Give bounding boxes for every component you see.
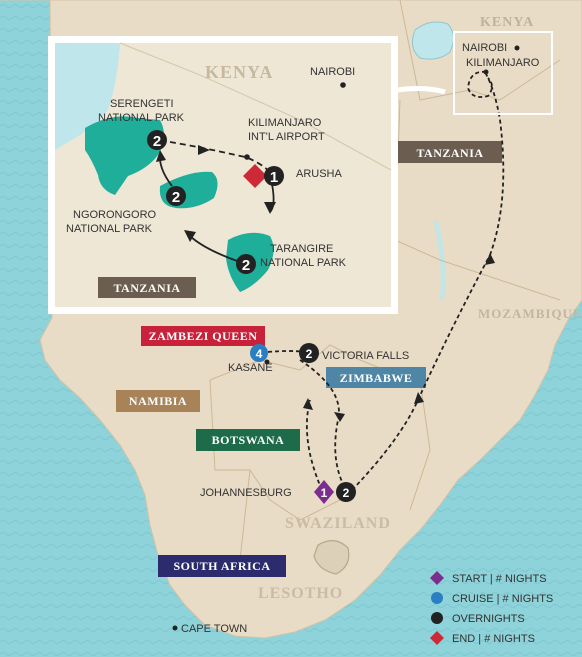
lesotho-shape	[313, 540, 350, 575]
badge-south-africa: SOUTH AFRICA	[173, 559, 270, 573]
lake-malawi	[434, 220, 446, 300]
city-dot-cape-town	[172, 625, 178, 631]
marker-johannesburg-overnight-num: 2	[343, 486, 350, 500]
city-nairobi: NAIROBI	[462, 42, 507, 54]
inset-ngorongoro-2: NATIONAL PARK	[66, 223, 153, 235]
marker-johannesburg-start-num: 1	[321, 486, 328, 500]
legend-start: START | # NIGHTS	[452, 573, 547, 585]
legend-end-icon	[430, 631, 444, 645]
badge-zimbabwe: ZIMBABWE	[340, 371, 413, 385]
inset-label-kenya: KENYA	[205, 62, 273, 82]
legend-start-icon	[430, 571, 444, 585]
route-arrows	[303, 253, 495, 422]
badge-zambezi-queen-bg	[141, 326, 265, 346]
inset-arusha: ARUSHA	[296, 168, 343, 180]
inset-marker-arusha-end-num: 1	[270, 169, 278, 186]
badge-zimbabwe-bg	[326, 367, 426, 388]
inset-serengeti-1: SERENGETI	[110, 98, 174, 110]
legend: START | # NIGHTS CRUISE | # NIGHTS OVERN…	[430, 571, 553, 645]
badge-tanzania-main: TANZANIA	[416, 146, 483, 160]
inset-arrows	[156, 145, 276, 242]
inset-dot-nairobi	[340, 82, 346, 88]
marker-kasane-cruise-num: 4	[256, 347, 263, 361]
inset-marker-tarangire-num: 2	[242, 257, 250, 274]
inset-serengeti-2: NATIONAL PARK	[98, 112, 185, 124]
city-johannesburg: JOHANNESBURG	[200, 487, 292, 499]
inset-marker-ngorongoro-num: 2	[172, 189, 180, 206]
inset-lake-victoria	[55, 43, 120, 150]
label-lesotho: LESOTHO	[258, 585, 343, 602]
legend-overnights-icon	[431, 612, 443, 624]
inset-tarangire-2: NATIONAL PARK	[260, 257, 347, 269]
city-victoria-falls: VICTORIA FALLS	[322, 350, 409, 362]
badge-south-africa-bg	[158, 555, 286, 577]
inset-kilimanjaro-1: KILIMANJARO	[248, 117, 322, 129]
city-cape-town: CAPE TOWN	[181, 623, 247, 635]
inset-locator-box	[453, 31, 553, 115]
city-kasane: KASANE	[228, 362, 273, 374]
inset-nairobi: NAIROBI	[310, 66, 355, 78]
city-dot-nairobi	[514, 45, 520, 51]
marker-johannesburg-start: 1	[314, 480, 334, 504]
marker-johannesburg-overnight: 2	[336, 482, 356, 502]
inset-marker-tarangire: 2	[236, 254, 256, 274]
badge-tanzania-main-bg	[398, 141, 502, 163]
route-inset-loop	[467, 70, 493, 98]
marker-victoria-falls-num: 2	[306, 347, 313, 361]
park-serengeti	[85, 116, 164, 195]
badge-botswana: BOTSWANA	[212, 433, 285, 447]
route-kenya-to-inset	[484, 71, 505, 256]
label-mozambique: MOZAMBIQUE	[478, 306, 582, 321]
badge-botswana-bg	[196, 429, 300, 451]
inset-tarangire-1: TARANGIRE	[270, 243, 333, 255]
marker-victoria-falls: 2	[299, 343, 319, 363]
inset-border-kenya-tanzania	[119, 42, 392, 171]
legend-cruise-icon	[431, 592, 443, 604]
route-vicfalls-jnb	[299, 359, 346, 489]
badge-zambezi-queen: ZAMBEZI QUEEN	[149, 329, 258, 343]
city-kilimanjaro: KILIMANJARO	[466, 57, 540, 69]
inset-marker-arusha-end: 1	[243, 164, 284, 188]
inset-marker-serengeti: 2	[147, 130, 167, 150]
badge-namibia: NAMIBIA	[129, 394, 187, 408]
label-kenya: KENYA	[480, 15, 534, 30]
inset-badge-tanzania: TANZANIA	[113, 281, 180, 295]
label-swaziland: SWAZILAND	[285, 515, 391, 532]
inset-map: KENYA NAIROBI SERENGETI NATIONAL PARK KI…	[48, 36, 398, 314]
inset-marker-serengeti-num: 2	[153, 133, 161, 150]
inset-marker-ngorongoro: 2	[166, 186, 186, 206]
inset-badge-tanzania-bg	[98, 277, 196, 298]
badge-namibia-bg	[116, 390, 200, 412]
marker-kasane-cruise: 4	[250, 344, 268, 362]
legend-end: END | # NIGHTS	[452, 633, 535, 645]
city-dot-kasane	[264, 359, 270, 365]
lake-victoria	[411, 21, 454, 60]
legend-overnights: OVERNIGHTS	[452, 613, 525, 625]
legend-cruise: CRUISE | # NIGHTS	[452, 593, 553, 605]
inset-ngorongoro-1: NGORONGORO	[73, 209, 157, 221]
inset-kilimanjaro-2: INT'L AIRPORT	[248, 131, 325, 143]
city-dot-kilimanjaro	[483, 69, 489, 75]
